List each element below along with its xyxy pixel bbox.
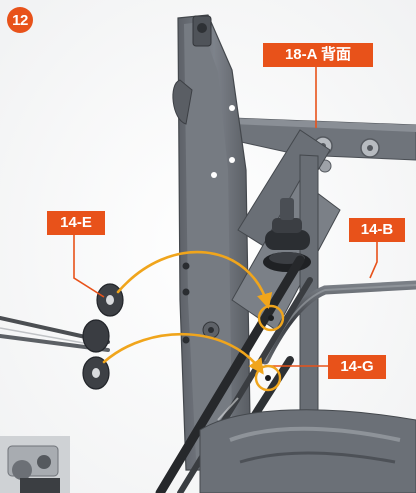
frame-main-pillar: [172, 14, 251, 471]
target-holes: [254, 304, 285, 392]
hole-lower: [265, 375, 271, 381]
lower-chassis: [199, 409, 416, 493]
callout-14g: 14-G: [328, 355, 386, 379]
gear-part: [0, 436, 70, 493]
callout-14e: 14-E: [47, 211, 105, 235]
linkage-mechanism: [263, 198, 311, 272]
callout-14b: 14-B: [349, 218, 405, 242]
callout-18a: 18-A 背面: [263, 43, 373, 67]
frame-top-bar: [231, 117, 416, 173]
washer-part-14e: [82, 283, 124, 390]
step-number-badge: 12: [7, 7, 33, 33]
insertion-arrows: [102, 250, 273, 375]
callout-leader-lines: [73, 67, 378, 367]
hole-upper: [268, 315, 274, 321]
